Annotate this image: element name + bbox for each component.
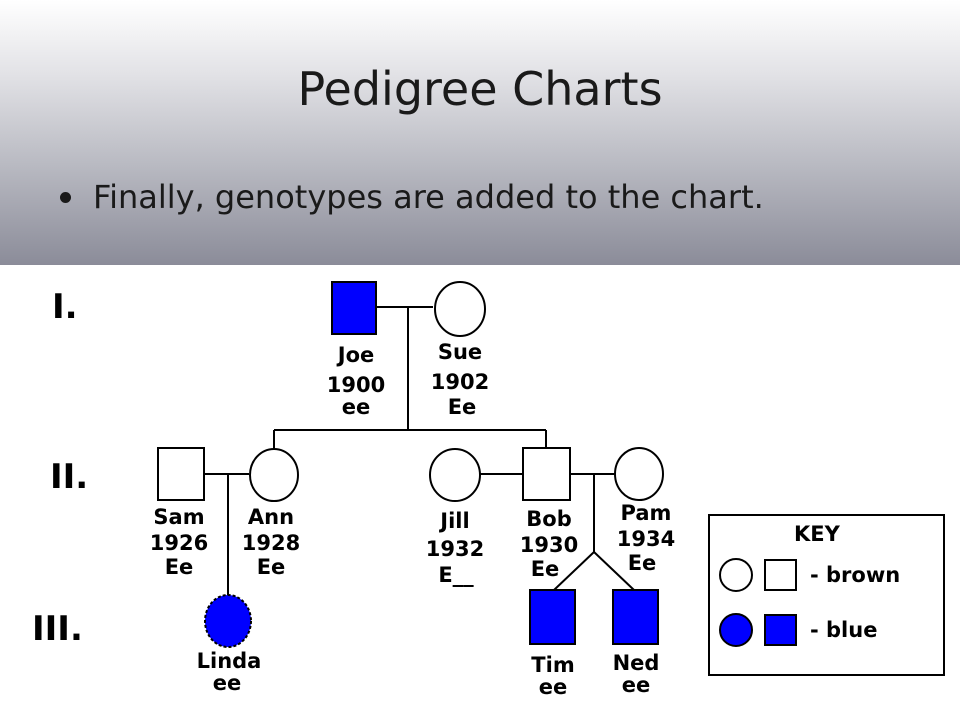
male-unaffected-symbol-bob (522, 447, 571, 501)
slide-title: Pedigree Charts (297, 62, 663, 116)
name-ann: Ann (248, 505, 294, 529)
generation-label-1: I. (52, 287, 78, 327)
name-bob: Bob (526, 507, 571, 531)
genotype-pam: Ee (628, 551, 657, 575)
name-sue: Sue (438, 340, 482, 364)
bullet-dot-icon (60, 191, 71, 203)
branch-line-tim (553, 551, 595, 591)
legend-box (708, 514, 945, 676)
genotype-jill: E__ (438, 563, 474, 587)
legend-key: KEY - brown - blue (708, 514, 945, 676)
legend-label-affected: - blue (810, 618, 877, 642)
year-jill: 1932 (426, 537, 484, 561)
bullet-text: Finally, genotypes are added to the char… (93, 178, 764, 216)
branch-line-ned (593, 551, 635, 591)
genotype-linda: ee (213, 671, 242, 695)
name-jill: Jill (438, 509, 469, 533)
male-affected-symbol-ned (612, 589, 659, 645)
female-affected-symbol-linda (204, 594, 252, 648)
bullet-item: Finally, genotypes are added to the char… (60, 178, 764, 216)
name-linda: Linda (197, 649, 262, 673)
name-tim: Tim (531, 653, 574, 677)
male-unaffected-symbol-sam (157, 447, 205, 501)
male-affected-symbol-joe (331, 281, 377, 335)
genotype-tim: ee (539, 675, 568, 699)
genotype-ned: ee (622, 673, 651, 697)
female-unaffected-symbol-sue (434, 281, 486, 337)
female-unaffected-symbol-pam (614, 447, 664, 501)
legend-label-unaffected: - brown (810, 563, 900, 587)
legend-circle-affected-icon (719, 613, 753, 647)
year-sue: 1902 (431, 370, 489, 394)
year-ann: 1928 (242, 531, 300, 555)
year-joe: 1900 (327, 373, 385, 397)
genotype-bob: Ee (531, 557, 560, 581)
year-sam: 1926 (150, 531, 208, 555)
name-sam: Sam (153, 505, 204, 529)
genotype-joe: ee (342, 395, 371, 419)
legend-square-unaffected-icon (764, 559, 797, 591)
female-unaffected-symbol-ann (249, 448, 299, 502)
legend-square-affected-icon (764, 614, 797, 646)
genotype-sue: Ee (448, 395, 477, 419)
name-ned: Ned (613, 651, 660, 675)
female-unaffected-symbol-jill (429, 448, 481, 502)
legend-circle-unaffected-icon (719, 558, 753, 592)
name-joe: Joe (336, 343, 374, 367)
generation-label-3: III. (32, 609, 83, 649)
name-pam: Pam (621, 501, 672, 525)
genotype-sam: Ee (165, 555, 194, 579)
year-bob: 1930 (520, 533, 578, 557)
generation-label-2: II. (50, 457, 88, 497)
year-pam: 1934 (617, 527, 675, 551)
genotype-ann: Ee (257, 555, 286, 579)
slide-header-background (0, 0, 960, 265)
legend-title: KEY (794, 522, 841, 546)
male-affected-symbol-tim (529, 589, 576, 645)
